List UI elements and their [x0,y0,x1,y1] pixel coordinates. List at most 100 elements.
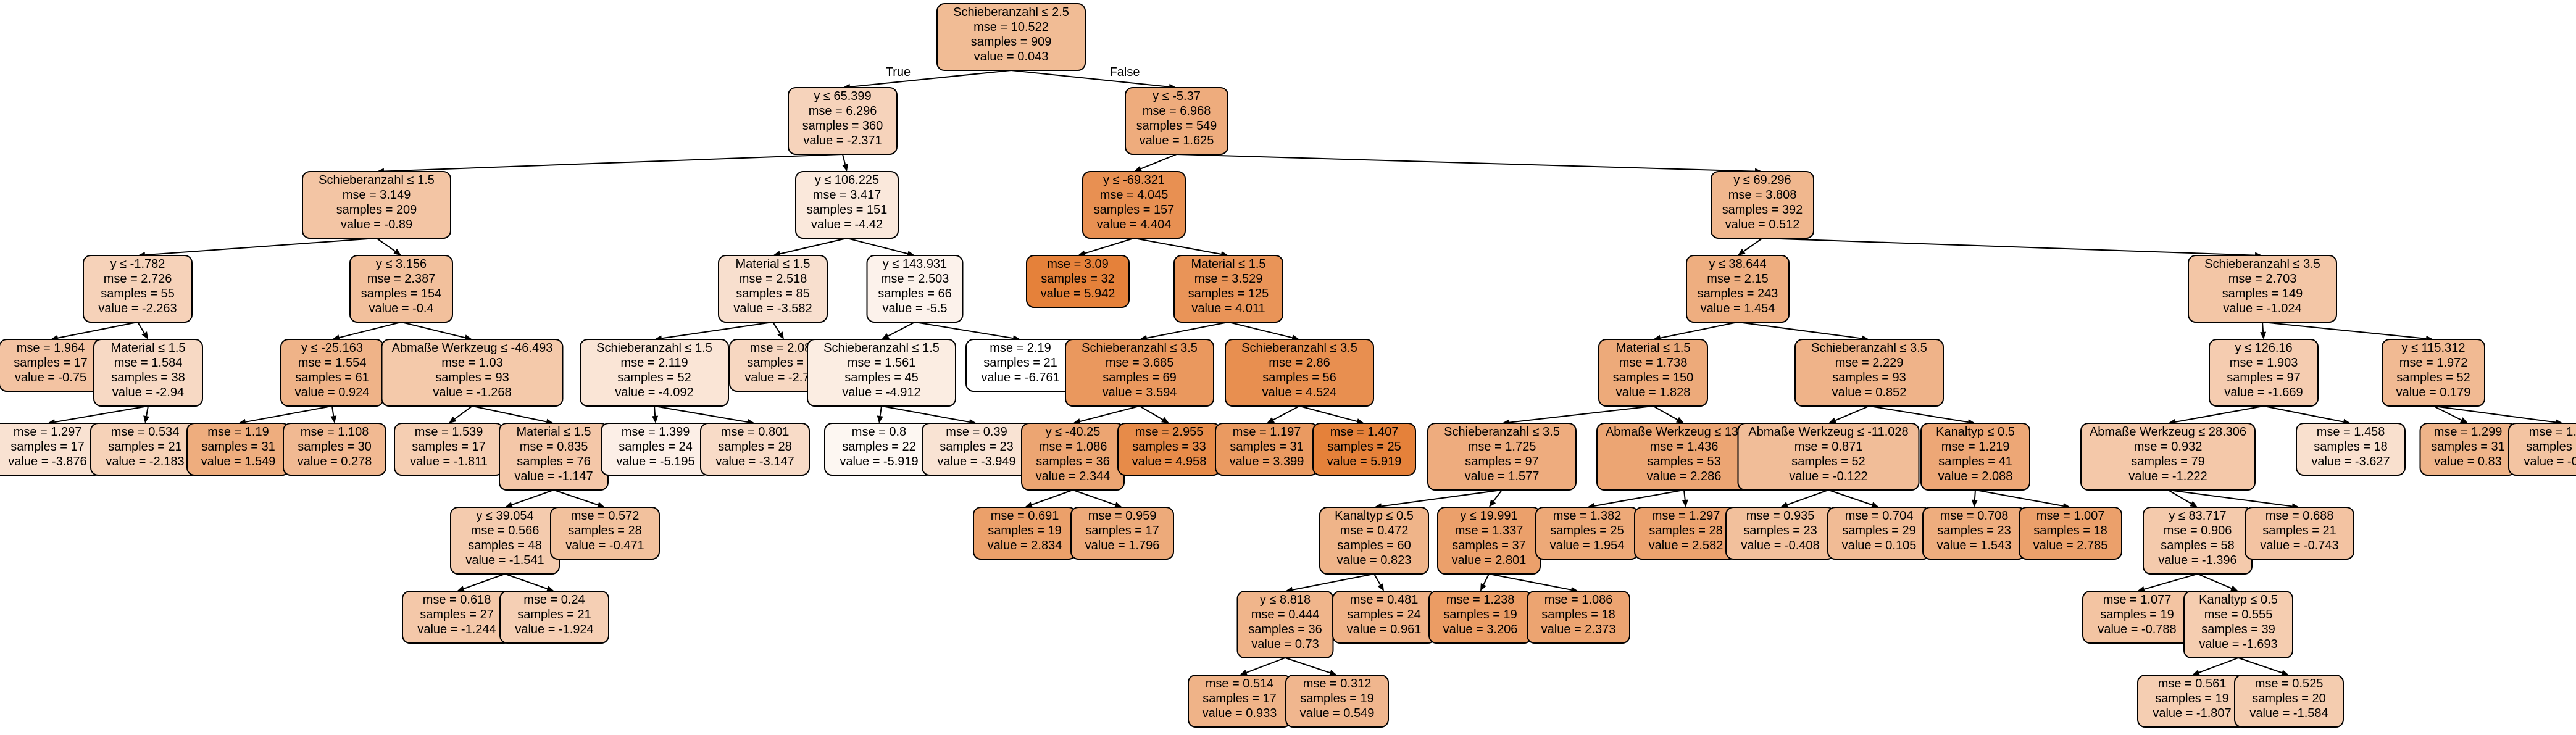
node-stat-line: samples = 37 [1452,539,1526,552]
node-stat-line: samples = 17 [1203,692,1277,705]
node-box [1598,339,1708,407]
edge-n14-n28 [2262,322,2427,339]
edge-arrowhead [1078,250,1086,257]
node-split-condition: Material ≤ 1.5 [516,425,591,439]
edge-n39-n53 [1031,489,1073,505]
edge-n8-n18 [401,322,465,339]
edge-n17-n31 [245,405,333,423]
node-split-condition: y ≤ 8.818 [1260,593,1311,607]
edge-n27-n47 [2175,405,2264,423]
node-stat-line: samples = 19 [1300,692,1374,705]
node-stat-line: value = -1.669 [2224,386,2303,399]
node-stat-line: samples = 19 [1443,608,1517,621]
node-stat-line: mse = 1.407 [1330,425,1399,439]
edge-n72-n75 [2198,657,2239,673]
node-stat-line: mse = 0.704 [1845,509,1914,523]
edge-n10-n22 [914,322,1014,339]
node-stat-line: value = -5.919 [840,455,918,468]
tree-edges [48,70,2563,676]
node-stat-line: value = 4.011 [1191,302,1265,315]
node-stat-line: value = -1.222 [2128,470,2207,483]
node-stat-line: mse = 2.955 [1135,425,1204,439]
node-stat-line: mse = 1.539 [415,425,483,439]
edge-n46-n62 [1975,489,2064,507]
node-stat-line: samples = 19 [2155,692,2229,705]
node-stat-line: samples = 18 [1541,608,1615,621]
node-stat-line: samples = 79 [2131,455,2205,468]
node-box [302,171,451,239]
edge-n17-n32 [331,405,335,417]
node-box [83,255,193,323]
edge-n21-n37 [879,405,882,417]
node-stat-line: mse = 3.808 [1728,188,1797,202]
node-stat-line: mse = 0.572 [571,509,640,523]
node-stat-line: mse = 1.297 [14,425,82,439]
node-stat-line: samples = 21 [2526,440,2576,454]
node-stat-line: value = 1.954 [1550,539,1625,552]
edge-n34-n52 [553,489,598,506]
node-stat-line: samples = 97 [2227,371,2301,384]
node-stat-line: mse = 2.19 [990,341,1051,355]
node-stat-line: mse = 0.514 [1206,677,1274,691]
node-split-condition: Kanaltyp ≤ 0.5 [1335,509,1414,523]
node-box [93,339,203,407]
node-stat-line: mse = 2.726 [104,272,172,286]
node-stat-line: samples = 17 [10,440,85,454]
node-stat-line: samples = 28 [568,524,642,538]
branch-label-true: True [886,65,911,79]
node-stat-line: value = -1.807 [2153,707,2231,720]
node-stat-line: value = -4.092 [615,386,693,399]
node-stat-line: samples = 97 [1465,455,1539,468]
node-stat-line: samples = 61 [295,371,369,384]
node-box [499,591,609,644]
edge-n26-n45 [1835,405,1870,421]
node-split-condition: Schieberanzahl ≤ 3.5 [1444,425,1560,439]
node-box [1065,339,1214,407]
node-stat-line: samples = 66 [878,287,952,301]
node-stat-line: samples = 36 [1248,623,1322,636]
node-split-condition: Schieberanzahl ≤ 3.5 [1241,341,1357,355]
node-stat-line: mse = 2.089 [750,341,819,355]
node-box [1527,591,1630,644]
edge-n24-n41 [1273,405,1300,421]
node-split-condition: y ≤ 115.312 [2402,341,2466,355]
node-stat-line: mse = 0.618 [423,593,491,607]
node-split-condition: Schieberanzahl ≤ 1.5 [596,341,712,355]
edge-arrowhead [877,415,883,423]
node-stat-line: mse = 0.566 [471,524,540,538]
node-box [2234,675,2344,728]
node-stat-line: value = -0.788 [2098,623,2176,636]
node-box [700,423,810,476]
node-stat-line: value = 2.373 [1541,623,1616,636]
node-box [2508,423,2576,476]
edge-n16-n30 [146,405,149,417]
node-stat-line: value = -1.244 [417,623,496,636]
edge-n12-n24 [1228,322,1293,339]
node-stat-line: value = 1.454 [1701,302,1775,315]
edge-n4-n9 [780,238,848,255]
node-stat-line: mse = 1.972 [2399,356,2468,370]
node-split-condition: Kanaltyp ≤ 0.5 [2199,593,2278,607]
node-stat-line: value = -2.371 [803,134,882,147]
node-stat-line: samples = 25 [1550,524,1624,538]
node-stat-line: samples = 31 [2431,440,2505,454]
edge-n12-n23 [1146,322,1229,339]
node-split-condition: y ≤ 106.225 [815,173,879,187]
node-stat-line: value = -5.5 [882,302,947,315]
